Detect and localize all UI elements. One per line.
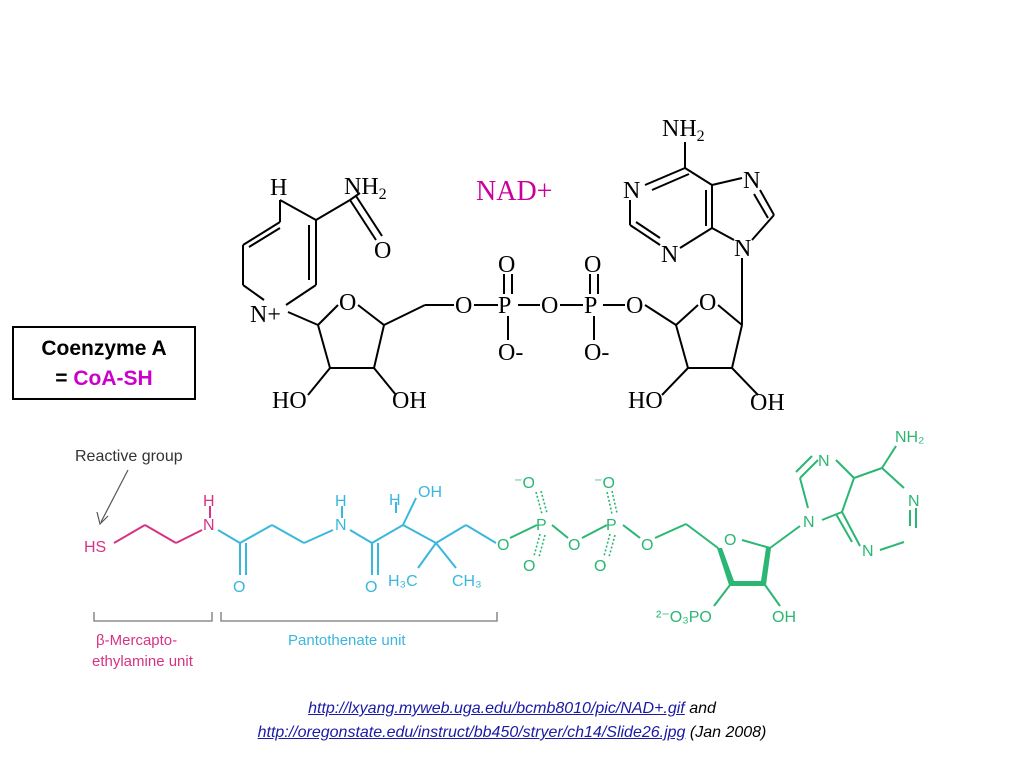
citation-link-stryer[interactable]: http://oregonstate.edu/instruct/bb450/st… [257,724,686,741]
beta-mercapto-label-line1: β-Mercapto- [96,632,177,649]
nad-bridge-o2: O [541,293,558,319]
nad-title: NAD+ [476,176,552,207]
coenzyme-a-name-line: = CoA-SH [55,367,153,390]
citation-date: (Jan 2008) [689,724,767,741]
citation-link-nad[interactable]: http://lxyang.myweb.uga.edu/bcmb8010/pic… [308,700,685,717]
coa-p2-ominus: ⁻O [594,475,615,492]
coa-adenine-nh2: NH₂ [895,429,924,446]
nad-p2-oxo: O [584,252,601,278]
coa-ribose-ring-o: O [724,532,736,549]
coenzyme-a-title: Coenzyme A [41,337,167,360]
nad-adenine-nh2: NH2 [662,116,705,145]
nad-bridge-o3: O [626,293,643,319]
nad-phosphorus-2: P [584,293,597,319]
nad-p1-ominus: O- [498,340,523,366]
pantothenate-unit-label: Pantothenate unit [288,632,406,649]
coa-adenine-n9: N [803,514,815,531]
coa-sh-name: CoA-SH [73,367,153,390]
coa-p1-ominus: ⁻O [514,475,535,492]
nad-phosphorus-1: P [498,293,511,319]
nad-amide-nh2: NH2 [344,174,387,203]
coa-adenine-n7: N [818,453,830,470]
nad-bridge-o1: O [455,293,472,319]
coa-methyl-h3c: H₃C [388,573,418,590]
nad-ribose2-ho: HO [628,388,663,414]
coa-phosphorus-2: P [606,517,617,534]
beta-mercapto-label-line2: ethylamine unit [92,653,194,670]
coa-amide2-o: O [365,579,377,596]
nad-adenine-n7: N [743,168,760,194]
coa-amide1-o: O [233,579,245,596]
citation-line-1: http://lxyang.myweb.uga.edu/bcmb8010/pic… [0,700,1024,718]
nad-n-plus: N+ [250,302,281,328]
coa-phosphorus-1: P [536,517,547,534]
coa-amide2-h: H [335,493,347,510]
nad-ribose1-o: O [339,290,356,316]
coa-chiral-h: H [389,492,401,509]
nad-h-atom: H [270,175,287,201]
reactive-group-label: Reactive group [75,448,183,465]
nad-adenine-n3: N [661,242,678,268]
nad-ribose2-o: O [699,290,716,316]
citation-line-2: http://oregonstate.edu/instruct/bb450/st… [0,724,1024,742]
nad-ribose2-oh: OH [750,390,785,416]
nad-p1-oxo: O [498,252,515,278]
coa-adenine-n1: N [908,493,920,510]
nad-adenine-n1: N [623,178,640,204]
coa-amine-n: N [203,517,215,534]
nad-structure: H NH2 O N+ O HO OH O P O O- O P O O- O O… [242,116,785,416]
coenzyme-a-structure: Reactive group HS H N O H [75,429,924,670]
coa-methyl-ch3: CH₃ [452,573,482,590]
nad-amide-o: O [374,238,391,264]
hs-thiol-group: HS [84,539,106,556]
coa-p1-oxo: O [523,558,535,575]
coa-ribose-link-o: O [641,537,653,554]
coa-amide2-n: N [335,517,347,534]
coa-p2-oxo: O [594,558,606,575]
coa-adenine-n3: N [862,543,874,560]
citation-and: and [689,700,716,717]
nad-ribose1-ho: HO [272,388,307,414]
coa-bridge-o: O [568,537,580,554]
coa-hydroxyl-oh: OH [418,484,442,501]
coa-3-phosphate: ²⁻O₃PO [656,609,712,626]
coa-amine-h: H [203,493,215,510]
nad-adenine-n9: N [734,236,751,262]
coa-ester-o: O [497,537,509,554]
nad-ribose1-oh: OH [392,388,427,414]
coenzyme-a-label-box: Coenzyme A = CoA-SH [12,326,196,400]
coa-ribose-oh: OH [772,609,796,626]
nad-p2-ominus: O- [584,340,609,366]
